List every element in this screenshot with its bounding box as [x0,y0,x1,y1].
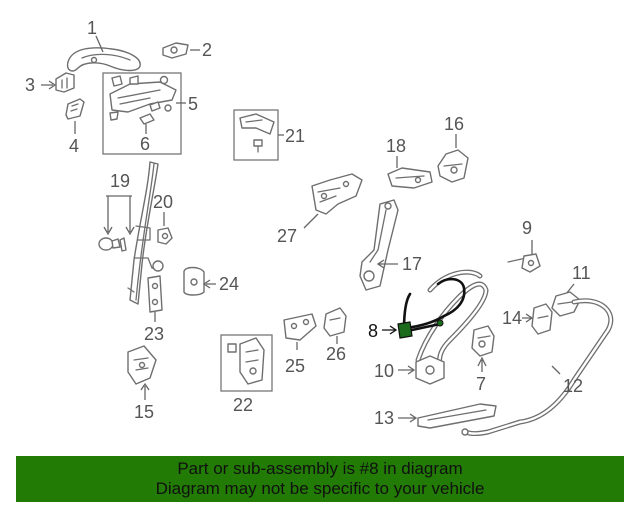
leader-1 [95,35,104,53]
callout-19: 19 [110,171,130,191]
callout-5: 5 [188,94,198,114]
part-5-handle-frame [109,75,177,125]
part-14-bracket [531,303,553,335]
part-13-trim-strip [417,403,497,429]
leader-27 [303,213,319,229]
callout-22: 22 [233,395,253,415]
part-8-highlighted-cable [397,277,466,339]
callout-14: 14 [502,308,522,328]
part-2-handle-cap [162,42,189,59]
callout-16: 16 [444,114,464,134]
part-22-box [220,334,273,392]
part-26-spacer [323,307,347,337]
callout-25: 25 [285,356,305,376]
part-4-gasket [65,98,85,120]
part-27-frame-bracket [311,173,363,215]
part-3-key-cylinder-cover [55,72,75,93]
callout-27: 27 [277,226,297,246]
callout-2: 2 [202,40,212,60]
part-9-rod [507,253,541,273]
part-1-outside-handle [66,47,141,72]
part-21-bracket [239,113,275,153]
callout-13: 13 [374,408,394,428]
part-18-bracket [387,167,433,189]
callout-3: 3 [25,75,35,95]
part-11-bracket [551,291,581,317]
part-19-channel [127,161,164,305]
part-16-bracket [437,149,469,183]
callout-1: 1 [87,18,97,38]
callout-17: 17 [402,254,422,274]
leader-15 [140,382,150,400]
banner-line-2: Diagram may not be specific to your vehi… [155,479,485,498]
part-24-bumper [183,266,205,296]
callout-26: 26 [326,344,346,364]
callout-8: 8 [368,321,378,341]
callout-20: 20 [153,192,173,212]
callout-21: 21 [285,126,305,146]
callout-6: 6 [140,134,150,154]
part-22-check [227,337,265,385]
leader-19 [103,195,135,236]
callout-7: 7 [476,374,486,394]
part-5-box [102,72,182,155]
callout-10: 10 [374,361,394,381]
leader-14 [522,313,534,323]
leader-7 [477,356,487,372]
callout-15: 15 [134,402,154,422]
callout-12: 12 [563,376,583,396]
callout-18: 18 [386,136,406,156]
leader-24 [202,279,216,289]
leader-13 [398,413,418,423]
callout-23: 23 [144,324,164,344]
part-19-clips [98,237,127,252]
callout-9: 9 [522,218,532,238]
leader-3 [41,80,57,90]
part-12-cable [461,298,614,436]
part-10-latch [415,355,445,385]
info-banner: Part or sub-assembly is #8 in diagram Di… [16,456,624,502]
part-25-striker [283,313,317,341]
callout-24: 24 [219,274,239,294]
part-17-latch-arm [359,199,399,291]
part-15-hinge [127,345,157,385]
leader-12 [551,365,561,375]
part-23-guide [147,275,163,313]
callout-11: 11 [572,263,591,283]
leader-17 [376,259,398,269]
leader-8 [382,325,398,335]
banner-line-1: Part or sub-assembly is #8 in diagram [177,459,463,478]
part-7-actuator [471,325,495,357]
leader-10 [398,365,416,375]
parts-diagram: 1 2 3 4 5 6 21 [25,18,614,436]
callout-4: 4 [69,136,79,156]
part-20-clip [157,227,173,245]
